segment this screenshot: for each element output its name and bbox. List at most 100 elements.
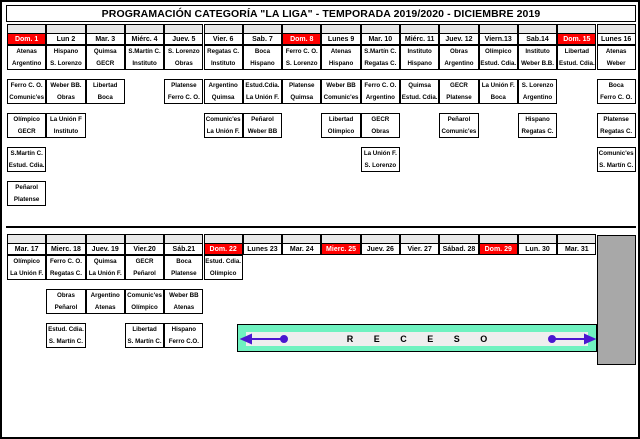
match-cell[interactable]: Estud. Cdia.Olímpico <box>203 255 243 280</box>
day-header-13[interactable]: Viern.13 <box>478 33 518 45</box>
match-away-team: Instituto <box>210 59 236 67</box>
day-header-1[interactable]: Dom. 1 <box>7 33 47 45</box>
half-divider <box>6 226 636 228</box>
day-header-10[interactable]: Mar. 10 <box>360 33 400 45</box>
day-header-25[interactable]: Mierc. 25 <box>321 243 361 255</box>
match-home-team: Ferro C. O. <box>364 81 397 89</box>
match-home-team: Peñarol <box>251 115 274 123</box>
day-header-4[interactable]: Miérc. 4 <box>124 33 165 45</box>
match-cell[interactable]: S.Martín C.Estud. Cdia. <box>7 147 47 172</box>
day-header-17[interactable]: Mar. 17 <box>7 243 47 255</box>
match-home-team: Atenas <box>330 47 352 55</box>
day-header-6[interactable]: Vier. 6 <box>203 33 243 45</box>
day-header-3[interactable]: Mar. 3 <box>85 33 125 45</box>
day-header-27[interactable]: Vier. 27 <box>400 243 440 255</box>
match-cell[interactable]: Ferro C. O.Comunic'es <box>7 79 47 104</box>
match-cell[interactable]: S.Martín C.Instituto <box>124 45 165 70</box>
match-home-team: Ferro C. O. <box>49 257 82 265</box>
match-cell[interactable]: Ferro C. O.S. Lorenzo <box>282 45 322 70</box>
day-header-26[interactable]: Juev. 26 <box>360 243 400 255</box>
match-cell[interactable]: Estud. Cdia.S. Martín C. <box>46 323 86 348</box>
match-away-team: Olímpico <box>327 127 355 135</box>
day-header-31[interactable]: Mar. 31 <box>557 243 597 255</box>
day-header-7[interactable]: Sab. 7 <box>242 33 283 45</box>
day-header-16[interactable]: Lunes 16 <box>596 33 636 45</box>
page-title-text: PROGRAMACIÓN CATEGORÍA "LA LIGA" - TEMPO… <box>101 7 541 20</box>
day-header-9[interactable]: Lunes 9 <box>321 33 361 45</box>
match-cell[interactable]: La Unión F.Boca <box>478 79 518 104</box>
day-header-22[interactable]: Dom. 22 <box>203 243 243 255</box>
day-header-19[interactable]: Juev. 19 <box>85 243 125 255</box>
match-away-team: Argentino <box>522 93 553 101</box>
match-cell[interactable]: S.Martín C.Regatas C. <box>360 45 400 70</box>
match-away-team: Platense <box>13 195 40 203</box>
day-header-29[interactable]: Dom. 29 <box>478 243 518 255</box>
match-cell[interactable]: Estud.Cdia.La Unión F. <box>242 79 283 104</box>
day-header-15[interactable]: Dom. 15 <box>557 33 597 45</box>
day-header-18[interactable]: Mierc. 18 <box>46 243 86 255</box>
match-cell[interactable]: Ferro C. O.Argentino <box>360 79 400 104</box>
day-header-21[interactable]: Sáb.21 <box>164 243 204 255</box>
day-header-24[interactable]: Mar. 24 <box>282 243 322 255</box>
day-header-14[interactable]: Sab.14 <box>517 33 558 45</box>
day-header-30[interactable]: Lun. 30 <box>517 243 558 255</box>
match-home-team: Estud.Cdia. <box>245 81 280 89</box>
day-header-23[interactable]: Lunes 23 <box>242 243 283 255</box>
day-header-5[interactable]: Juev. 5 <box>164 33 204 45</box>
match-cell[interactable]: Ferro C. O.Regatas C. <box>46 255 86 280</box>
day-header-2[interactable]: Lun 2 <box>46 33 86 45</box>
match-away-team: La Unión F. <box>88 269 122 277</box>
match-cell[interactable]: La Unión F.S. Lorenzo <box>360 147 400 172</box>
day-header-11[interactable]: Miérc. 11 <box>400 33 440 45</box>
day-header-12[interactable]: Juev. 12 <box>439 33 479 45</box>
match-cell[interactable]: Regatas C.Instituto <box>203 45 243 70</box>
match-away-team: Instituto <box>132 59 157 67</box>
day-header-8[interactable]: Dom. 8 <box>282 33 322 45</box>
day-header-20[interactable]: Vier.20 <box>124 243 165 255</box>
day-header-28[interactable]: Sábad. 28 <box>439 243 479 255</box>
match-cell[interactable]: Weber BB.Obras <box>46 79 86 104</box>
